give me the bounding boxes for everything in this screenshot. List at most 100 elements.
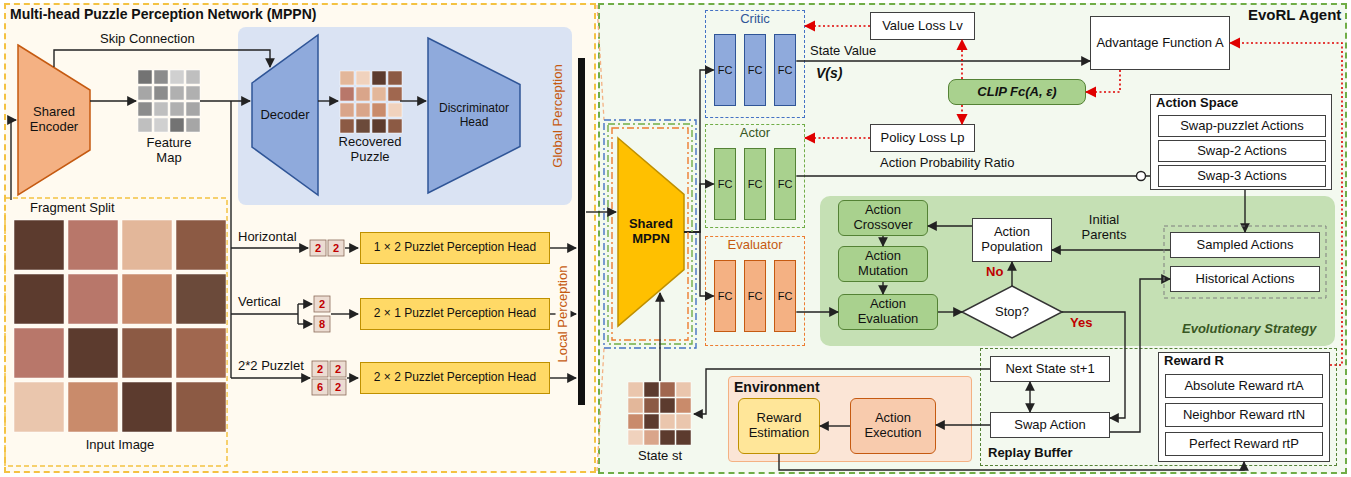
fc-layer-box: FC bbox=[744, 260, 767, 332]
shape-outline bbox=[428, 38, 520, 193]
product-node bbox=[1137, 172, 1146, 181]
flow-connector bbox=[1244, 190, 1245, 232]
process-box: Action Population bbox=[972, 218, 1052, 262]
image-tile bbox=[676, 414, 691, 429]
loss-connector bbox=[1230, 43, 1342, 365]
text-label: Initial Parents bbox=[1068, 213, 1140, 243]
flow-connector bbox=[779, 454, 1244, 470]
box-label: Action Evaluation bbox=[843, 297, 933, 327]
feature-tile bbox=[138, 86, 152, 100]
panel-title: Reward R bbox=[1164, 354, 1224, 369]
box-label: FC bbox=[718, 64, 733, 77]
text-label: Feature Map bbox=[137, 136, 201, 166]
image-tile bbox=[340, 71, 354, 85]
flow-arrow bbox=[586, 211, 616, 212]
panel-title: Global Perception bbox=[551, 64, 566, 167]
edge-label: No bbox=[986, 265, 1003, 280]
image-tile bbox=[372, 71, 386, 85]
shape-outline bbox=[18, 45, 90, 195]
group-outline bbox=[1164, 226, 1326, 298]
feature-tile bbox=[138, 118, 152, 132]
estimation-box: Reward Estimation bbox=[738, 398, 820, 454]
feature-tile bbox=[154, 86, 168, 100]
flow-arrow bbox=[550, 313, 576, 314]
flow-connector bbox=[684, 232, 714, 296]
process-box: Value Loss Lv bbox=[870, 12, 975, 40]
panel-title: Actor bbox=[740, 126, 770, 141]
fc-layer-box: FC bbox=[714, 34, 737, 106]
encoder-trapezoid: Shared Encoder bbox=[18, 45, 90, 195]
image-tile bbox=[356, 71, 370, 85]
shape-outline bbox=[252, 35, 318, 195]
environment-box: EnvironmentReward EstimationAction Execu… bbox=[728, 376, 972, 462]
text-label: Vertical bbox=[238, 295, 281, 310]
perception-panel: Global PerceptionDecoderDiscriminator He… bbox=[238, 27, 572, 205]
image-tile bbox=[340, 103, 354, 117]
image-tile bbox=[388, 103, 402, 117]
feature-tile bbox=[186, 118, 200, 132]
image-tile bbox=[356, 119, 370, 133]
operator-box: Action Mutation bbox=[838, 246, 928, 282]
image-tile bbox=[122, 274, 172, 324]
box-label: FC bbox=[748, 290, 763, 303]
network-group: ActorFCFCFC bbox=[705, 124, 805, 228]
flow-arrow bbox=[298, 303, 312, 304]
loss-connector bbox=[805, 137, 870, 139]
network-panel: Multi-head Puzzle Perception Network (MP… bbox=[4, 3, 596, 473]
flow-arrow bbox=[400, 100, 426, 101]
group-outline bbox=[608, 124, 692, 344]
puzzlet-number: 2 bbox=[335, 363, 341, 376]
network-group: EvaluatorFCFCFC bbox=[705, 236, 805, 346]
feature-tile bbox=[186, 70, 200, 84]
image-tile bbox=[122, 382, 172, 432]
panel-title: Multi-head Puzzle Perception Network (MP… bbox=[10, 6, 316, 22]
box-label: Next State st+1 bbox=[1005, 362, 1094, 377]
feature-tile bbox=[170, 86, 184, 100]
box-label: FC bbox=[718, 290, 733, 303]
decoder-trapezoid: Decoder bbox=[252, 35, 318, 195]
flow-arrow bbox=[298, 323, 312, 324]
concat-bar bbox=[578, 58, 585, 405]
box-label: Absolute Reward rtA bbox=[1184, 379, 1303, 394]
image-tile bbox=[122, 220, 172, 270]
box-label: Shared Encoder bbox=[22, 105, 86, 135]
image-tile bbox=[644, 398, 659, 413]
feature-tile bbox=[170, 70, 184, 84]
flow-arrow bbox=[11, 50, 990, 414]
panel-title: Action Space bbox=[1156, 96, 1238, 111]
image-tile bbox=[628, 382, 691, 445]
fc-layer-box: FC bbox=[744, 148, 767, 220]
image-tile bbox=[372, 87, 386, 101]
agent-panel: EvoRL AgentCriticFCFCFCActorFCFCFCShared… bbox=[598, 3, 1347, 474]
feature-tile bbox=[186, 102, 200, 116]
group-outline bbox=[604, 120, 696, 348]
flow-arrow bbox=[11, 120, 16, 200]
shared-network-trapezoid: Shared MPPN bbox=[618, 138, 684, 326]
image-tile bbox=[176, 274, 226, 324]
image-tile bbox=[628, 430, 643, 445]
image-tile bbox=[68, 328, 118, 378]
image-tile bbox=[340, 71, 402, 133]
flow-connector bbox=[1062, 312, 1125, 418]
puzzlet-tile bbox=[328, 240, 344, 256]
text-label: V(s) bbox=[816, 65, 842, 81]
box-label: FC bbox=[748, 64, 763, 77]
process-box: Swap-3 Actions bbox=[1158, 165, 1326, 187]
flow-connector bbox=[1011, 262, 1012, 286]
box-label: FC bbox=[778, 290, 793, 303]
text-label: Recovered Puzzle bbox=[334, 135, 406, 165]
box-label: 2 × 2 Puzzlet Perception Head bbox=[374, 371, 536, 385]
flow-arrow bbox=[90, 100, 136, 101]
perception-head-box: 2 × 1 Puzzlet Perception Head bbox=[360, 298, 550, 330]
network-group: CriticFCFCFC bbox=[705, 10, 805, 118]
image-tile bbox=[372, 103, 386, 117]
process-box: Swap-2 Actions bbox=[1158, 140, 1326, 162]
image-tile bbox=[14, 220, 64, 270]
process-box: Absolute Reward rtA bbox=[1165, 374, 1323, 398]
feature-tile bbox=[186, 86, 200, 100]
text-label: Action Probability Ratio bbox=[880, 156, 1014, 171]
flow-connector bbox=[882, 236, 883, 246]
group-outline bbox=[604, 120, 696, 348]
